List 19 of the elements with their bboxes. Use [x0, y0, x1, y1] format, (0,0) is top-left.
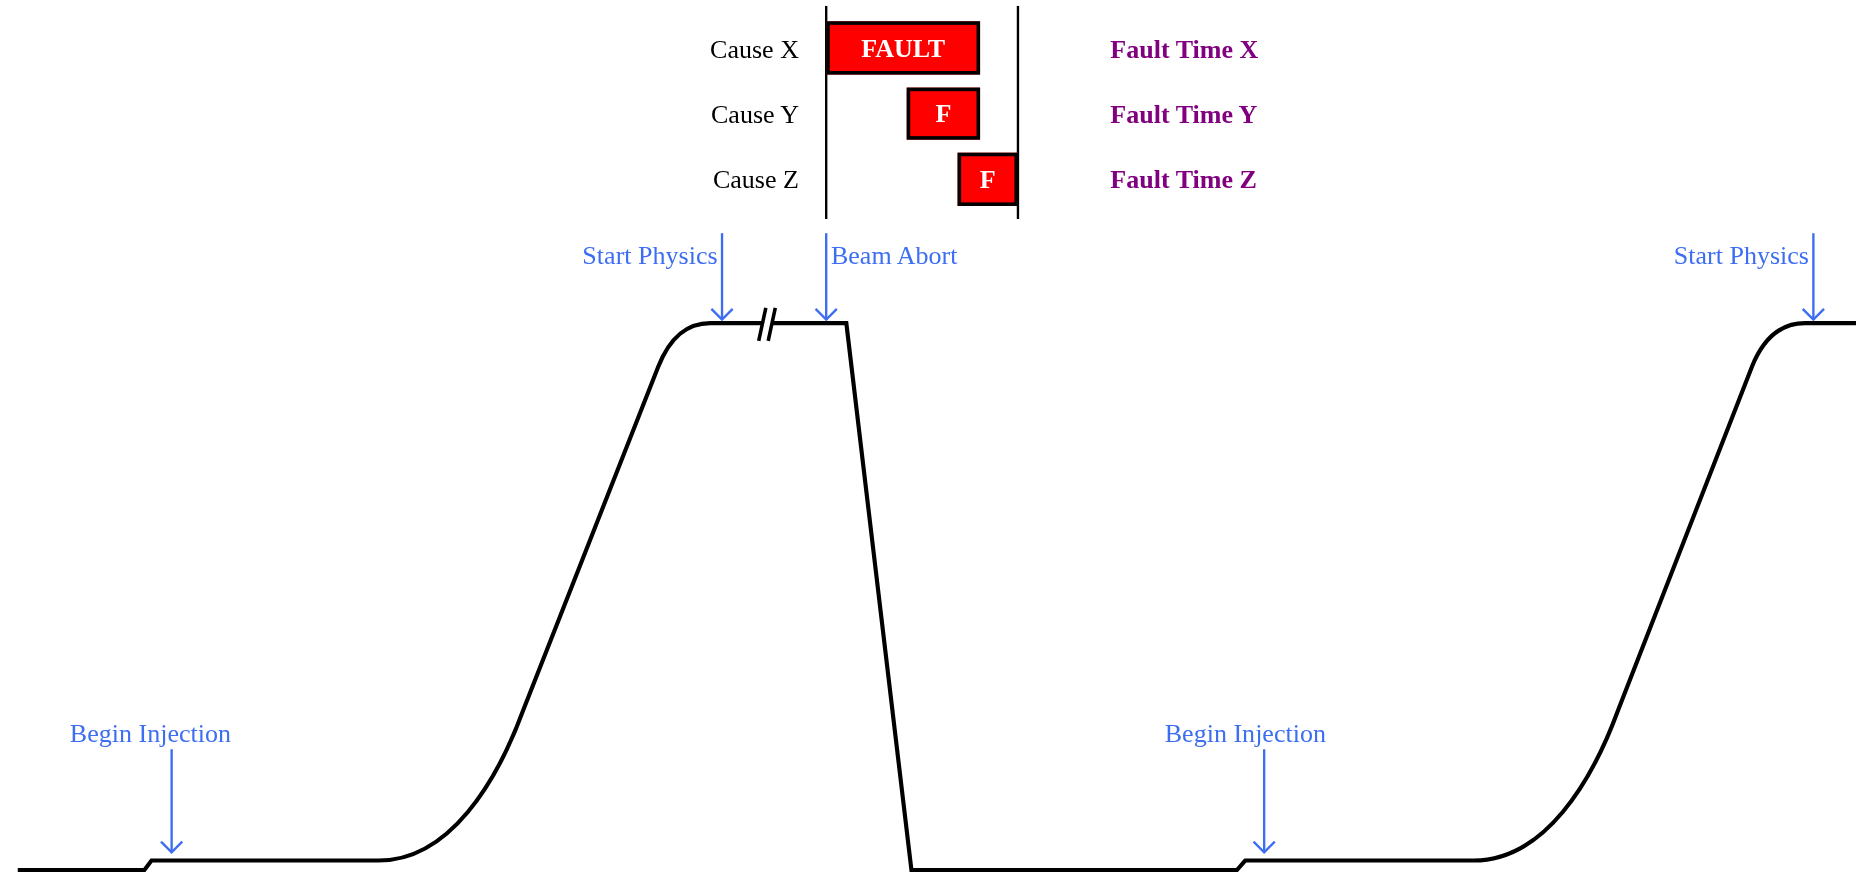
cause-label: Cause Z	[711, 164, 799, 196]
event-label: Beam Abort	[830, 240, 958, 272]
arrow	[814, 233, 839, 321]
fault-bar: FAULT	[826, 21, 981, 75]
fault-bar: F	[957, 152, 1018, 206]
event-label: Start Physics	[582, 240, 718, 272]
arrow	[710, 233, 734, 321]
event-label: Start Physics	[1673, 240, 1809, 272]
fault-time-label: Fault Time X	[1110, 34, 1259, 66]
fault-time-label: Fault Time Y	[1110, 99, 1258, 131]
cause-label: Cause Y	[710, 99, 799, 131]
arrow	[1801, 233, 1826, 321]
arrow	[159, 749, 184, 854]
event-label: Begin Injection	[69, 718, 232, 750]
cause-label: Cause X	[709, 34, 799, 66]
arrow	[1252, 749, 1276, 854]
fault-bar: F	[906, 87, 981, 140]
fault-time-label: Fault Time Z	[1110, 164, 1257, 196]
event-label: Begin Injection	[1164, 718, 1326, 750]
